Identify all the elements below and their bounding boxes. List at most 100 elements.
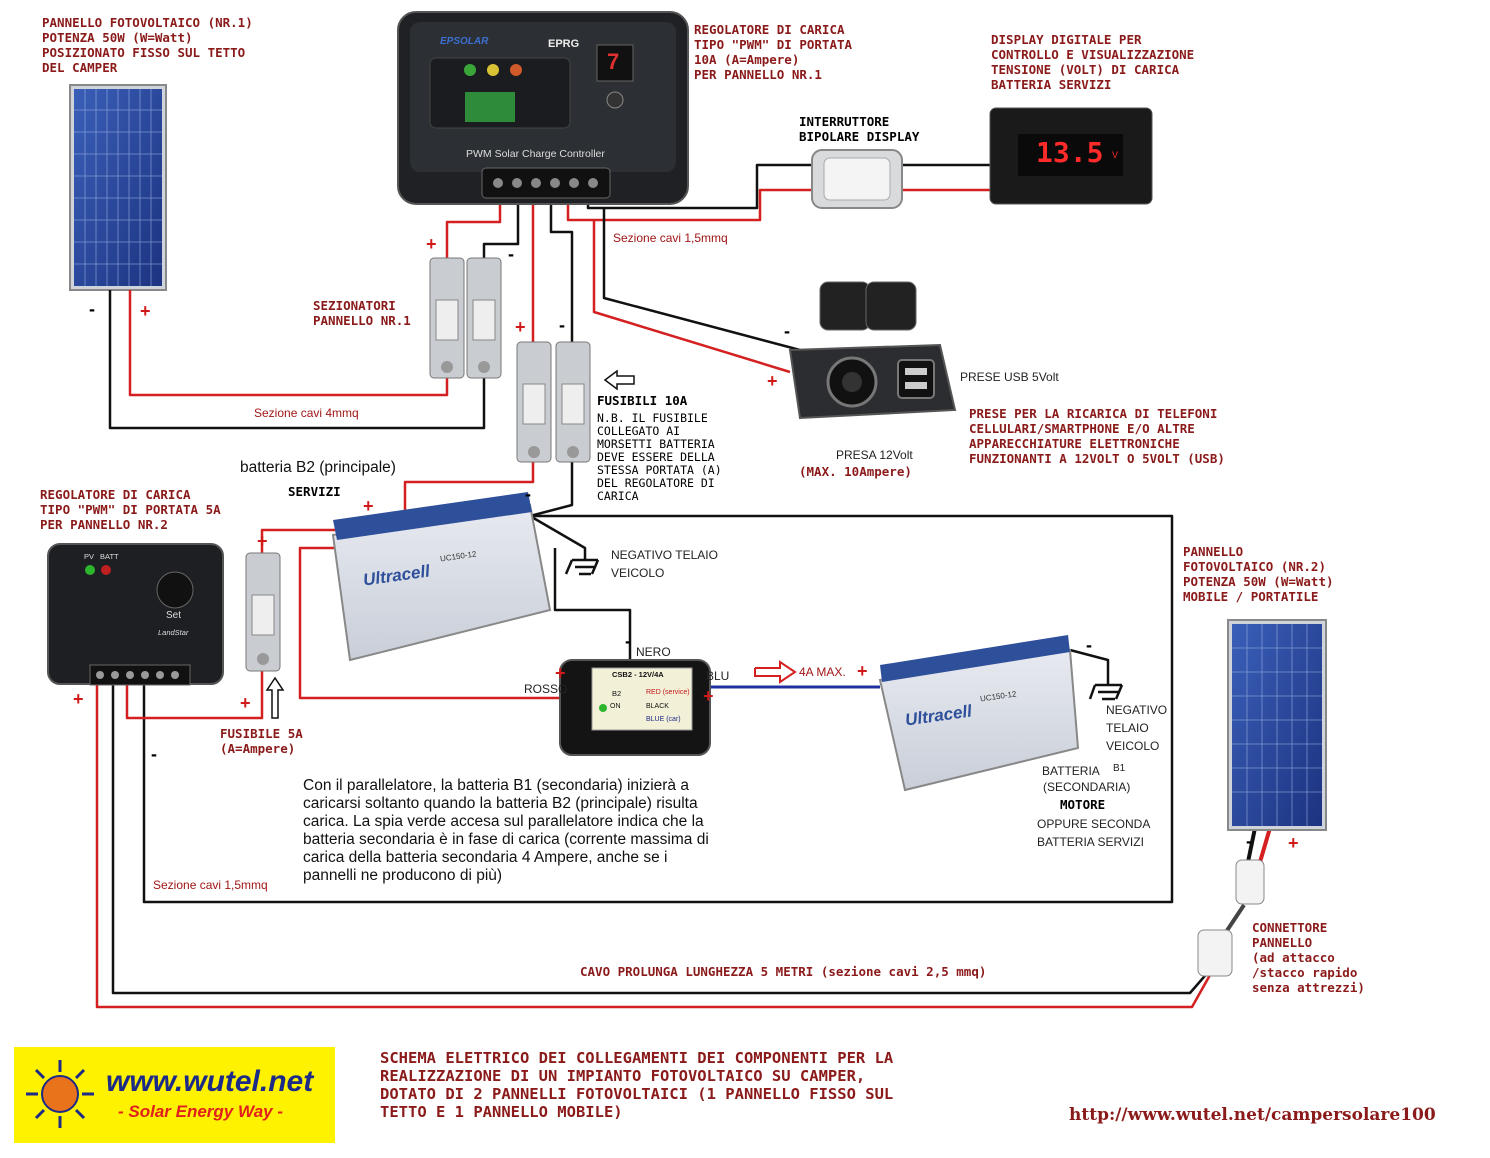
connector-label: CONNETTORE PANNELLO (ad attacco /stacco … [1252,920,1365,995]
wire-panel2-pos [1258,827,1272,863]
sign-plus: + [240,693,251,713]
panel-connector [1197,859,1265,977]
ground2-label: NEGATIVO TELAIO VEICOLO [1106,703,1168,753]
wire-b2-ground [529,514,587,560]
reg1-caption: PWM Solar Charge Controller [466,148,605,160]
solar-panel-1 [69,84,167,291]
ground-symbol-2 [1088,683,1124,701]
sun-icon [26,1060,94,1128]
display-label: DISPLAY DIGITALE PER CONTROLLO E VISUALI… [991,32,1195,92]
battery-b1-id: B1 [1113,763,1126,774]
sign-plus: + [257,531,268,551]
socket-block [788,281,957,420]
sign-minus: - [1086,635,1092,655]
sockets-label: PRESE PER LA RICARICA DI TELEFONI CELLUL… [969,406,1225,466]
sign-minus: - [89,299,95,319]
wire-b1-ground [1069,648,1110,685]
sign-plus: + [767,371,778,391]
wire-panel1-pos [128,290,449,397]
sign-minus: - [508,244,514,264]
rosso-label: ROSSO [524,682,568,696]
sign-plus: + [555,663,566,683]
battery-b1-motore: MOTORE [1060,797,1106,812]
wire-reg2-extension-pos [95,680,1212,1009]
socket12-max: (MAX. 10Ampere) [799,464,912,479]
display-unit: V [1112,150,1119,160]
display-switch [811,149,903,209]
battery-b2-label: batteria B2 (principale) [240,459,396,476]
diagram-title: SCHEMA ELETTRICO DEI COLLEGAMENTI DEI CO… [380,1049,894,1121]
charge-controller-2 [47,543,224,686]
nero-label: NERO [636,645,671,659]
charge-controller-1 [397,11,689,205]
panel2-label: PANNELLO FOTOVOLTAICO (NR.2) POTENZA 50W… [1183,544,1334,604]
reg2-pv: PV [84,552,95,561]
solar-panel-2 [1227,619,1327,831]
sign-plus: + [73,689,84,709]
reg1-brand: EPSOLAR [440,36,489,47]
fuse5-arrow [265,676,285,719]
fuse-10a-neg [555,341,591,463]
wire-b2-nero [553,548,632,660]
battery-b1 [878,635,1080,792]
battery-b1-alternative: OPPURE SECONDA BATTERIA SERVIZI [1037,817,1151,849]
wutel-logo[interactable]: www.wutel.net - Solar Energy Way - [14,1047,335,1143]
blu-label: BLU [706,669,730,683]
cable-section-bottom: Sezione cavi 1,5mmq [153,878,268,892]
battery-b1-label: BATTERIA [1042,764,1100,778]
battery-b2 [331,492,552,662]
usb-label: PRESE USB 5Volt [960,370,1059,384]
sign-plus: + [515,317,526,337]
logo-site: www.wutel.net [106,1065,314,1098]
parallelator-on: ON [610,703,621,710]
sun-logo [26,1060,94,1128]
voltage-display [989,107,1153,205]
parallelator-explanation: Con il parallelatore, la batteria B1 (se… [303,777,709,884]
sign-minus: - [559,315,565,335]
battery-parallelator [559,659,711,756]
wire-panel1-neg [108,290,486,430]
sign-plus: + [363,496,374,516]
fuse5-label: FUSIBILE 5A (A=Ampere) [220,726,303,756]
sectionaliser-label: SEZIONATORI PANNELLO NR.1 [313,298,411,328]
current-arrow [754,660,797,684]
ground1-label: NEGATIVO TELAIO VEICOLO [611,548,718,580]
sign-plus: + [703,686,714,706]
sign-plus: + [1288,833,1299,853]
sectionaliser-1 [429,257,465,379]
sign-minus: - [625,631,631,651]
sign-plus: + [857,661,868,681]
sign-minus: - [784,321,790,341]
sign-plus: + [140,301,151,321]
servizi-label: SERVIZI [288,484,341,499]
cable-section-4mm: Sezione cavi 4mmq [254,406,359,420]
page-url[interactable]: http://www.wutel.net/campersolare100 [1069,1105,1436,1125]
parallelator-model: CSB2 - 12V/4A [612,670,664,679]
sign-plus: + [426,234,437,254]
sectionaliser-2 [466,257,502,379]
fuse10-note: N.B. IL FUSIBILE COLLEGATO AI MORSETTI B… [597,411,722,503]
parallelator-red: RED (service) [646,689,690,696]
max-current-label: 4A MAX. [799,665,846,679]
logo-tagline: - Solar Energy Way - [118,1102,284,1121]
parallelator-black: BLACK [646,703,669,710]
wire-reg1-load-pos [566,188,812,222]
wire-connector [1224,903,1246,934]
fuse-10a-pos [516,341,552,463]
reg2-set: Set [166,610,182,621]
reg2-batt: BATT [100,552,119,561]
fuse-5a [245,552,281,672]
socket12-label: PRESA 12Volt [836,448,913,462]
fuse10-arrow [603,369,635,391]
fuse10-label: FUSIBILI 10A [597,393,688,408]
wire-sect-neg-reg1 [482,196,520,258]
wire-reg2-fuse-pos [125,670,264,720]
sign-minus: - [525,484,531,504]
reg2-brand: LandStar [158,628,189,637]
battery-b1-secondary: (SECONDARIA) [1043,780,1131,794]
display-reading: 13.5 [1036,136,1104,169]
parallelator-blue: BLUE (car) [646,716,681,723]
wire-reg2-extension-neg [111,680,1211,995]
